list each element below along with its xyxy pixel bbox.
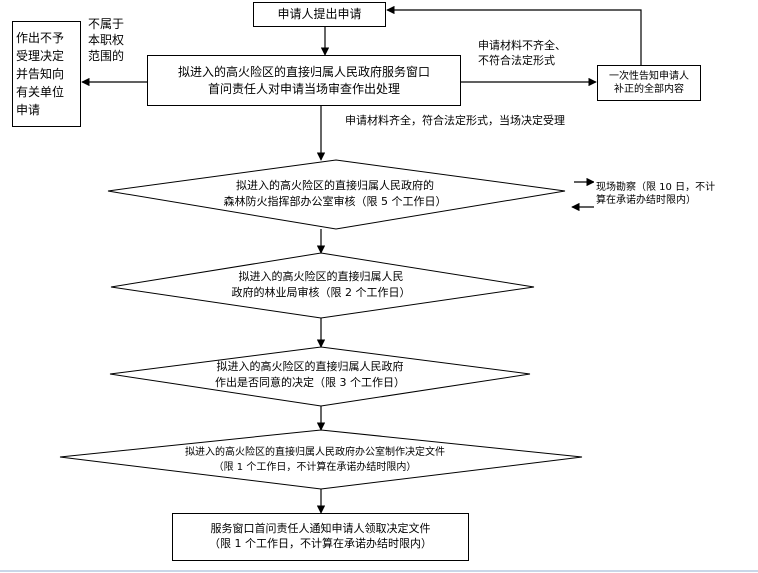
window-review-line1: 拟进入的高火险区的直接归属人民政府服务窗口 <box>177 65 430 80</box>
decision-line2: 作出是否同意的决定（限 3 个工作日） <box>215 376 405 389</box>
incomplete-box: 一次性告知申请人 补正的全部内容 <box>597 65 701 101</box>
notify-line1: 服务窗口首问责任人通知申请人领取决定文件 <box>210 522 431 536</box>
arrow-incomplete-back-to-start <box>386 5 642 65</box>
reject-box: 作出不予 受理决定 并告知向 有关单位 申请 <box>12 21 81 127</box>
incomplete-box-line1: 一次性告知申请人 <box>609 70 689 82</box>
office-review-line1: 拟进入的高火险区的直接归属人民政府的 <box>236 178 434 192</box>
window-review-line2: 首问责任人对申请当场审查作出处理 <box>207 81 400 96</box>
incomplete-box-line2: 补正的全部内容 <box>614 84 684 95</box>
start-label: 申请人提出申请 <box>277 7 362 22</box>
reject-label-line2: 本职权 <box>88 33 125 48</box>
document-text: 拟进入的高火险区的直接归属人民政府办公室制作决定文件 （限 1 个工作日，不计算… <box>130 439 500 481</box>
decision-text: 拟进入的高火险区的直接归属人民政府 作出是否同意的决定（限 3 个工作日） <box>180 352 440 398</box>
diamond-office-review <box>107 159 566 230</box>
reject-box-line2: 受理决定 <box>16 49 65 63</box>
notify-line2: （限 1 个工作日，不计算在承诺办结时限内） <box>209 537 432 550</box>
document-line2: （限 1 个工作日，不计算在承诺办结时限内） <box>213 462 417 473</box>
reject-box-line1: 作出不予 <box>16 31 65 45</box>
bureau-review-text: 拟进入的高火险区的直接归属人民 政府的林业局审核（限 2 个工作日） <box>190 262 452 308</box>
office-review-line2: 森林防火指挥部办公室审核（限 5 个工作日） <box>223 195 447 208</box>
accept-condition-label: 申请材料齐全，符合法定形式，当场决定受理 <box>345 114 565 129</box>
reject-label-line3: 范围的 <box>88 49 125 64</box>
bureau-review-line2: 政府的林业局审核（限 2 个工作日） <box>231 286 411 299</box>
incomplete-condition-label: 申请材料不齐全、 不符合法定形式 <box>478 39 566 69</box>
office-review-text: 拟进入的高火险区的直接归属人民政府的 森林防火指挥部办公室审核（限 5 个工作日… <box>170 166 500 222</box>
survey-line2: 算在承诺办结时限内） <box>596 195 696 206</box>
window-review-box: 拟进入的高火险区的直接归属人民政府服务窗口 首问责任人对申请当场审查作出处理 <box>147 55 461 106</box>
incomplete-label-line1: 申请材料不齐全、 <box>478 39 566 52</box>
notify-box: 服务窗口首问责任人通知申请人领取决定文件 （限 1 个工作日，不计算在承诺办结时… <box>172 513 469 561</box>
bottom-edge-divider <box>0 570 758 572</box>
reject-condition-label: 不属于 本职权 范围的 <box>88 16 124 65</box>
reject-box-line3: 并告知向 <box>16 67 65 81</box>
survey-box: 现场勘察（限 10 日，不计 算在承诺办结时限内） <box>594 174 750 214</box>
survey-line1: 现场勘察（限 10 日，不计 <box>596 181 716 193</box>
incomplete-label-line2: 不符合法定形式 <box>478 53 555 67</box>
document-line1: 拟进入的高火险区的直接归属人民政府办公室制作决定文件 <box>185 447 445 458</box>
accept-label: 申请材料齐全，符合法定形式，当场决定受理 <box>345 114 565 127</box>
reject-box-line4: 有关单位 <box>16 85 65 99</box>
bureau-review-line1: 拟进入的高火险区的直接归属人民 <box>238 269 404 283</box>
reject-box-line5: 申请 <box>16 103 41 117</box>
decision-line1: 拟进入的高火险区的直接归属人民政府 <box>216 359 404 373</box>
start-box: 申请人提出申请 <box>253 2 386 27</box>
reject-label-line1: 不属于 <box>88 17 125 31</box>
